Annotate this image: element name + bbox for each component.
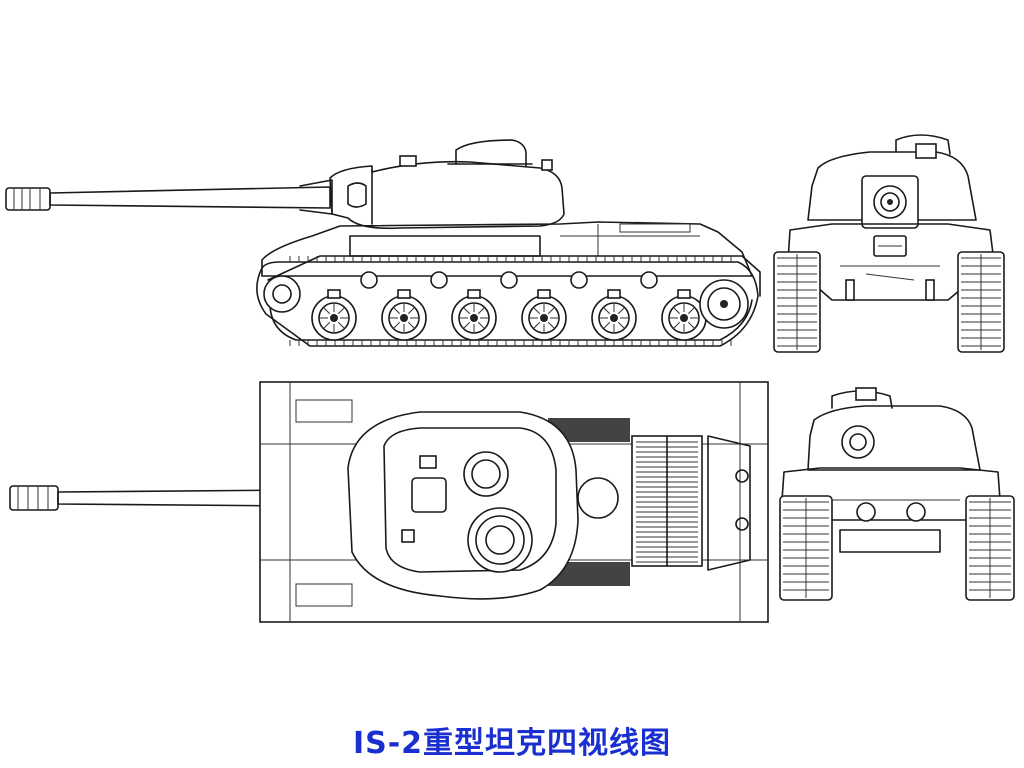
side-tracks xyxy=(256,255,761,347)
side-road-wheels xyxy=(289,256,732,346)
side-turret xyxy=(329,139,565,230)
drawing-caption: IS-2重型坦克四视线图 xyxy=(352,726,672,761)
side-hull xyxy=(261,221,753,277)
road-wheel xyxy=(521,271,588,341)
road-wheel xyxy=(451,271,518,341)
front-view xyxy=(773,134,1005,353)
top-turret xyxy=(347,411,579,600)
side-sprocket xyxy=(263,275,749,329)
road-wheel xyxy=(381,271,448,341)
front-tracks xyxy=(773,251,1005,353)
road-wheel xyxy=(661,289,707,341)
road-wheel xyxy=(591,271,658,341)
road-wheel xyxy=(311,271,378,341)
rear-view xyxy=(779,387,1015,601)
side-gun-barrel xyxy=(5,179,333,215)
rear-tracks xyxy=(779,495,1015,601)
top-view xyxy=(9,381,769,623)
side-view xyxy=(5,139,761,347)
